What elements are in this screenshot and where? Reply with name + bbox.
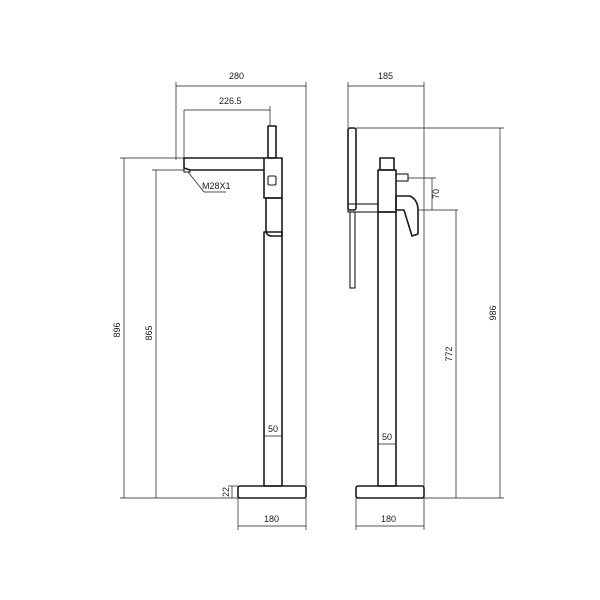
- label-thread-size: M28X1: [202, 181, 231, 191]
- front-top-stem: [267, 125, 277, 159]
- front-control-knob: [267, 175, 277, 186]
- side-shower-hose: [349, 211, 356, 289]
- side-view: [347, 127, 425, 499]
- side-top-cap: [379, 157, 395, 171]
- side-base-plate: [355, 485, 425, 499]
- side-shower-bracket: [347, 203, 379, 213]
- label-side-base-width: 180: [381, 514, 396, 524]
- label-front-total-height: 896: [112, 322, 122, 337]
- side-pipe: [377, 211, 397, 487]
- side-mixer-body: [377, 169, 397, 213]
- front-mixer-body: [263, 157, 283, 199]
- label-front-overall-width: 280: [229, 71, 244, 81]
- label-front-pipe-diameter: 50: [268, 424, 278, 434]
- side-dimensions: 185 986 70 772 50 180: [347, 71, 504, 530]
- label-front-base-height: 22: [221, 487, 231, 497]
- front-dimensions: 280 226.5 M28X1 896 865 50 22 180: [112, 71, 307, 530]
- front-view: [183, 125, 307, 499]
- label-side-total-height: 986: [488, 305, 498, 320]
- side-lever-handle: [395, 195, 419, 237]
- label-side-overall-width: 185: [378, 71, 393, 81]
- label-side-handle-offset: 70: [431, 189, 441, 199]
- side-diverter-knob: [395, 173, 409, 182]
- label-side-pipe-diameter: 50: [382, 432, 392, 442]
- label-front-base-width: 180: [264, 514, 279, 524]
- label-side-inlet-height: 772: [444, 346, 454, 361]
- front-base-plate: [237, 485, 307, 499]
- label-front-outlet-height: 865: [144, 325, 154, 340]
- side-hand-shower: [347, 127, 357, 211]
- label-front-spout-reach: 226.5: [219, 96, 242, 106]
- front-spout: [183, 157, 264, 171]
- front-pipe: [263, 231, 283, 487]
- front-lever: [265, 197, 283, 237]
